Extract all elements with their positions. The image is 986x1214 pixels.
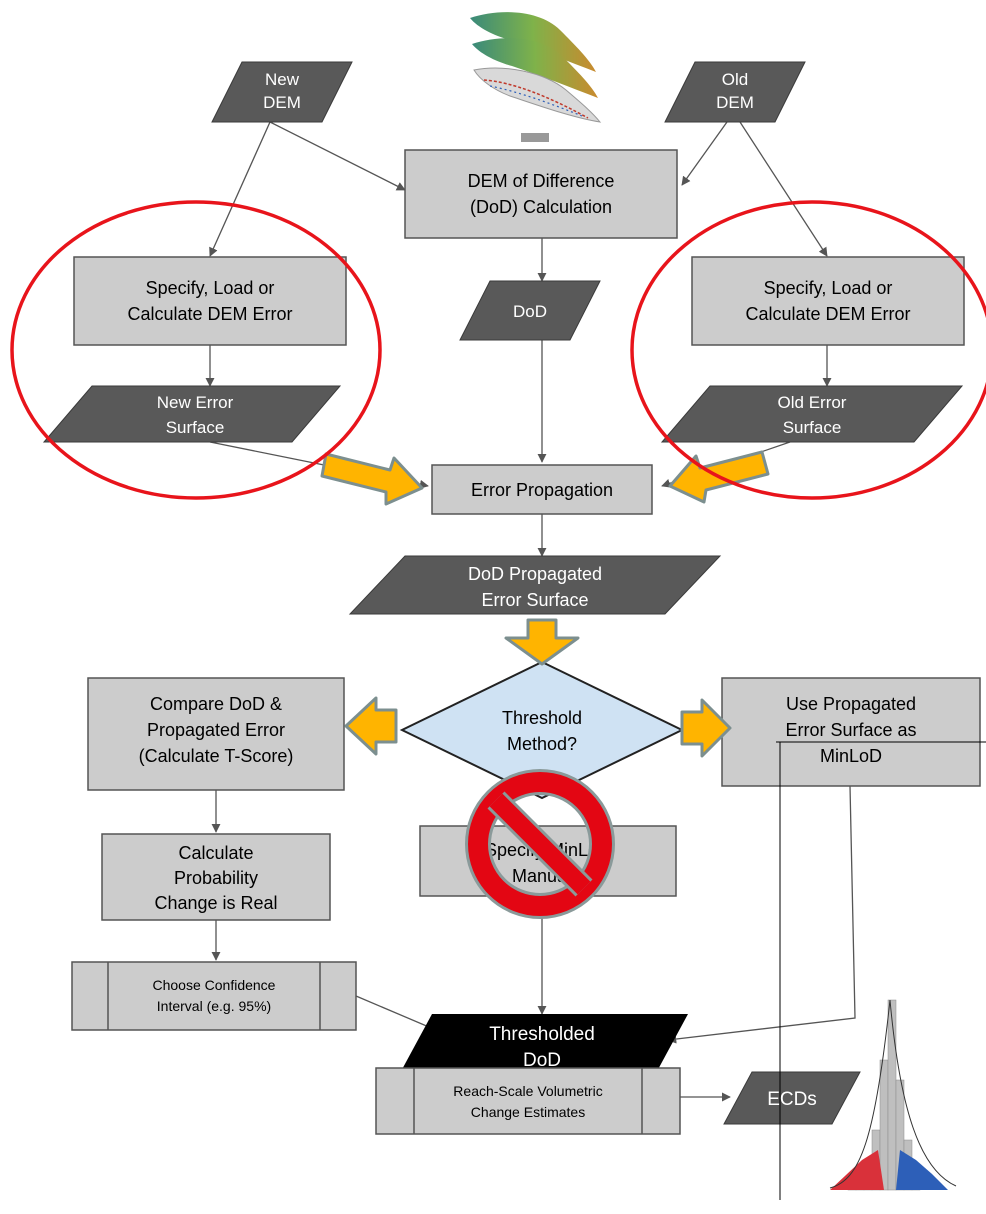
dod-propagated-error-surface-node: DoD Propagated Error Surface xyxy=(348,555,722,615)
svg-text:DoD Propagated: DoD Propagated xyxy=(468,564,602,584)
svg-text:MinLoD: MinLoD xyxy=(820,746,882,766)
svg-text:DEM of Difference: DEM of Difference xyxy=(468,171,615,191)
svg-text:Error Surface as: Error Surface as xyxy=(785,720,916,740)
old-dem-error-node: Specify, Load or Calculate DEM Error xyxy=(691,256,965,346)
svg-text:Threshold: Threshold xyxy=(502,708,582,728)
svg-text:Compare DoD &: Compare DoD & xyxy=(150,694,282,714)
svg-text:Probability: Probability xyxy=(174,868,258,888)
highlight-circle-left xyxy=(10,200,382,500)
dod-calculation-node: DEM of Difference (DoD) Calculation xyxy=(404,149,678,239)
svg-text:ECDs: ECDs xyxy=(767,1089,817,1110)
minus-sign-icon xyxy=(521,133,549,142)
svg-text:Error Surface: Error Surface xyxy=(481,590,588,610)
dod-node: DoD xyxy=(459,280,601,341)
new-dem-error-node: Specify, Load or Calculate DEM Error xyxy=(73,256,347,346)
svg-text:Use Propagated: Use Propagated xyxy=(786,694,916,714)
svg-text:Propagated Error: Propagated Error xyxy=(147,720,285,740)
use-propagated-minlod-node: Use Propagated Error Surface as MinLoD xyxy=(721,677,981,787)
no-entry-icon xyxy=(465,769,615,919)
error-propagation-node: Error Propagation xyxy=(431,464,653,515)
highlight-circle-right xyxy=(630,200,986,500)
svg-text:Specify, Load or: Specify, Load or xyxy=(764,278,893,298)
svg-text:Change Estimates: Change Estimates xyxy=(471,1104,585,1120)
svg-text:Old Error: Old Error xyxy=(778,393,847,412)
svg-text:(DoD) Calculation: (DoD) Calculation xyxy=(470,197,612,217)
compare-tscore-node: Compare DoD & Propagated Error (Calculat… xyxy=(87,677,345,791)
svg-text:Choose Confidence: Choose Confidence xyxy=(153,977,276,993)
svg-text:Change is Real: Change is Real xyxy=(154,893,277,913)
confidence-interval-node: Choose Confidence Interval (e.g. 95%) xyxy=(71,961,357,1031)
svg-text:Calculate DEM Error: Calculate DEM Error xyxy=(745,304,910,324)
svg-text:Calculate DEM Error: Calculate DEM Error xyxy=(127,304,292,324)
svg-text:Reach-Scale Volumetric: Reach-Scale Volumetric xyxy=(453,1083,602,1099)
svg-text:Specify, Load or: Specify, Load or xyxy=(146,278,275,298)
arrow-down-threshold-icon xyxy=(504,618,580,666)
arrow-new-error-icon xyxy=(320,452,424,506)
svg-text:Method?: Method? xyxy=(507,734,577,754)
svg-text:Thresholded: Thresholded xyxy=(489,1024,595,1045)
new-error-surface-node: New Error Surface xyxy=(42,385,342,443)
dem-stack-thumbnail xyxy=(470,12,602,123)
svg-text:DoD: DoD xyxy=(523,1050,561,1071)
old-dem-node: Old DEM xyxy=(664,61,806,123)
svg-text:DEM: DEM xyxy=(716,93,754,112)
reach-scale-node: Reach-Scale Volumetric Change Estimates xyxy=(375,1067,681,1135)
svg-text:DEM: DEM xyxy=(263,93,301,112)
thresholded-dod-node: Thresholded DoD xyxy=(399,1014,688,1075)
svg-text:New: New xyxy=(265,70,300,89)
ecd-histogram-thumbnail xyxy=(776,741,986,1200)
svg-text:Old: Old xyxy=(722,70,748,89)
arrow-left-compare-icon xyxy=(344,696,398,756)
threshold-method-decision: Threshold Method? xyxy=(399,660,685,800)
svg-text:New Error: New Error xyxy=(157,393,234,412)
arrow-right-use-icon xyxy=(680,698,732,758)
svg-text:Interval (e.g. 95%): Interval (e.g. 95%) xyxy=(157,998,271,1014)
svg-text:Surface: Surface xyxy=(166,418,225,437)
ecds-node: ECDs xyxy=(723,1071,861,1125)
calculate-probability-node: Calculate Probability Change is Real xyxy=(101,833,331,921)
old-error-surface-node: Old Error Surface xyxy=(660,385,964,443)
new-dem-node: New DEM xyxy=(211,61,353,123)
svg-text:Surface: Surface xyxy=(783,418,842,437)
svg-text:Calculate: Calculate xyxy=(178,843,253,863)
svg-text:Error Propagation: Error Propagation xyxy=(471,480,613,500)
svg-text:DoD: DoD xyxy=(513,302,547,321)
svg-text:(Calculate T-Score): (Calculate T-Score) xyxy=(139,746,294,766)
